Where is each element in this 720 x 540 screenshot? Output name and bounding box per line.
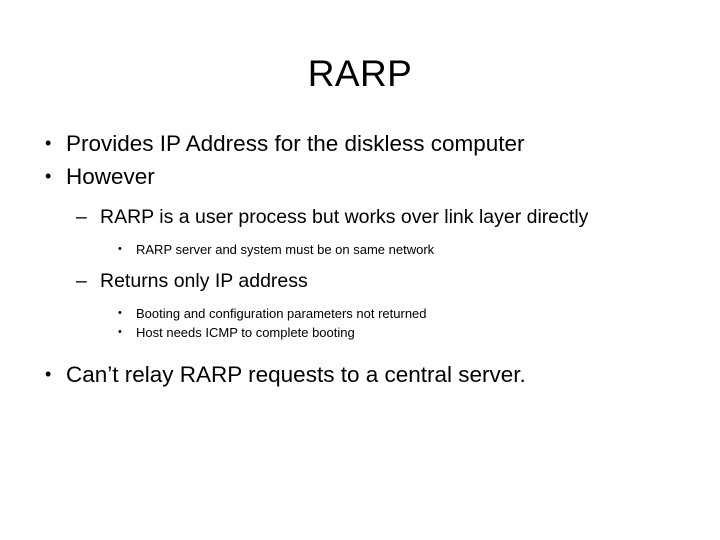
bullet-text: Host needs ICMP to complete booting xyxy=(136,325,355,340)
bullet-dot-icon: • xyxy=(118,326,122,338)
slide-title: RARP xyxy=(307,53,413,94)
bullet-text: Can’t relay RARP requests to a central s… xyxy=(66,362,526,387)
bullet-item-level1: • However xyxy=(0,161,720,192)
bullet-item-level3: • RARP server and system must be on same… xyxy=(0,240,720,259)
bullet-text: Returns only IP address xyxy=(100,270,308,292)
bullet-dot-icon: • xyxy=(45,364,52,384)
bullet-text: RARP is a user process but works over li… xyxy=(100,206,589,228)
bullet-dot-icon: • xyxy=(118,307,122,319)
slide-body-content: • Provides IP Address for the diskless c… xyxy=(0,128,720,392)
bullet-text: However xyxy=(66,164,155,189)
bullet-dot-icon: • xyxy=(118,243,122,255)
bullet-dot-icon: • xyxy=(45,133,52,153)
bullet-dash-icon: – xyxy=(76,206,87,228)
bullet-text: Provides IP Address for the diskless com… xyxy=(66,131,525,156)
bullet-item-level1: • Provides IP Address for the diskless c… xyxy=(0,128,720,159)
bullet-dot-icon: • xyxy=(45,166,52,186)
bullet-item-level3: • Booting and configuration parameters n… xyxy=(0,304,720,323)
bullet-item-level1: • Can’t relay RARP requests to a central… xyxy=(0,359,720,390)
bullet-item-level3: • Host needs ICMP to complete booting xyxy=(0,323,720,342)
bullet-text: RARP server and system must be on same n… xyxy=(136,242,435,257)
bullet-item-level2: – Returns only IP address xyxy=(0,268,720,295)
bullet-text: Booting and configuration parameters not… xyxy=(136,306,427,321)
bullet-item-level2: – RARP is a user process but works over … xyxy=(0,204,720,231)
bullet-dash-icon: – xyxy=(76,270,87,292)
